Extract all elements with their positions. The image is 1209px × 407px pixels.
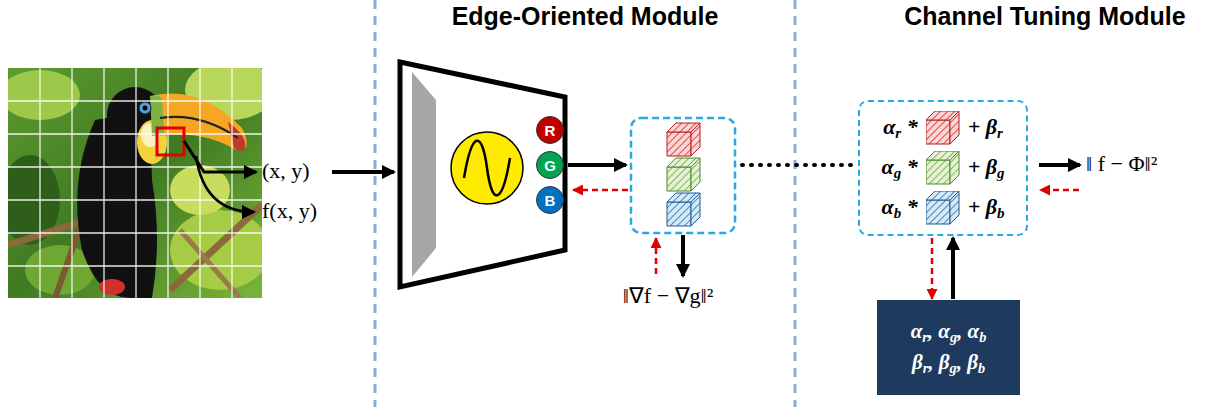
channel-cube <box>926 151 960 185</box>
value-arrow <box>196 156 254 212</box>
channel-letter: B <box>545 192 556 209</box>
channel-cube <box>926 111 960 145</box>
module-title: Edge-Oriented Module <box>452 2 719 31</box>
divider <box>374 0 377 407</box>
sine-activation <box>451 132 523 204</box>
scale-term: αr * <box>883 114 918 142</box>
feature-box <box>631 118 735 233</box>
tuning-row: αb * + βb <box>872 188 1014 228</box>
coord-arrow <box>184 141 256 172</box>
scale-term: αb * <box>882 194 918 222</box>
red-cube <box>667 123 700 156</box>
output-arrow <box>1039 163 1080 167</box>
loss-label: ‖∇f − ∇g‖² <box>623 283 714 309</box>
flow-arrow <box>568 163 626 167</box>
scale-term: αg * <box>882 154 918 182</box>
channel-circle: B <box>536 186 564 214</box>
channel-circle: R <box>536 116 564 144</box>
channel-cube <box>926 191 960 225</box>
network-layer <box>412 72 436 277</box>
parameter-list: αr, αg, αb <box>911 317 987 348</box>
input-arrow <box>332 170 394 174</box>
tuning-row: αr * + βr <box>872 108 1014 148</box>
gradient-arrow <box>655 238 658 274</box>
shift-term: + βg <box>968 154 1005 182</box>
network-trapezoid <box>400 62 565 287</box>
gradient-arrow <box>931 238 934 299</box>
shift-term: + βb <box>968 194 1005 222</box>
loss-arrow <box>681 235 685 276</box>
channel-circle: G <box>536 151 564 179</box>
patch-box <box>157 128 184 155</box>
toucan-photo <box>8 68 262 298</box>
coordinate-label: (x, y) <box>262 158 310 184</box>
tuning-box: αr * + βr αg * + βg αb * + βb <box>858 100 1028 236</box>
channel-letter: R <box>545 122 556 139</box>
channel-letter: G <box>544 157 556 174</box>
module-title: Channel Tuning Module <box>904 2 1185 31</box>
dotted-link <box>742 163 852 167</box>
sine-curve <box>464 141 510 196</box>
gradient-arrow <box>573 189 628 192</box>
parameter-list: βr, βg, βb <box>912 348 985 379</box>
blue-cube <box>667 193 700 226</box>
divider <box>794 0 797 407</box>
value-label: f(x, y) <box>262 198 317 224</box>
green-cube <box>667 158 700 191</box>
shift-term: + βr <box>968 114 1003 142</box>
loss-label: ‖ f − Φ‖² <box>1086 151 1157 177</box>
parameter-box: αr, αg, αbβr, βg, βb <box>877 300 1020 395</box>
tuning-row: αg * + βg <box>872 148 1014 188</box>
parameter-arrow <box>951 238 955 299</box>
gradient-arrow <box>1040 189 1079 192</box>
